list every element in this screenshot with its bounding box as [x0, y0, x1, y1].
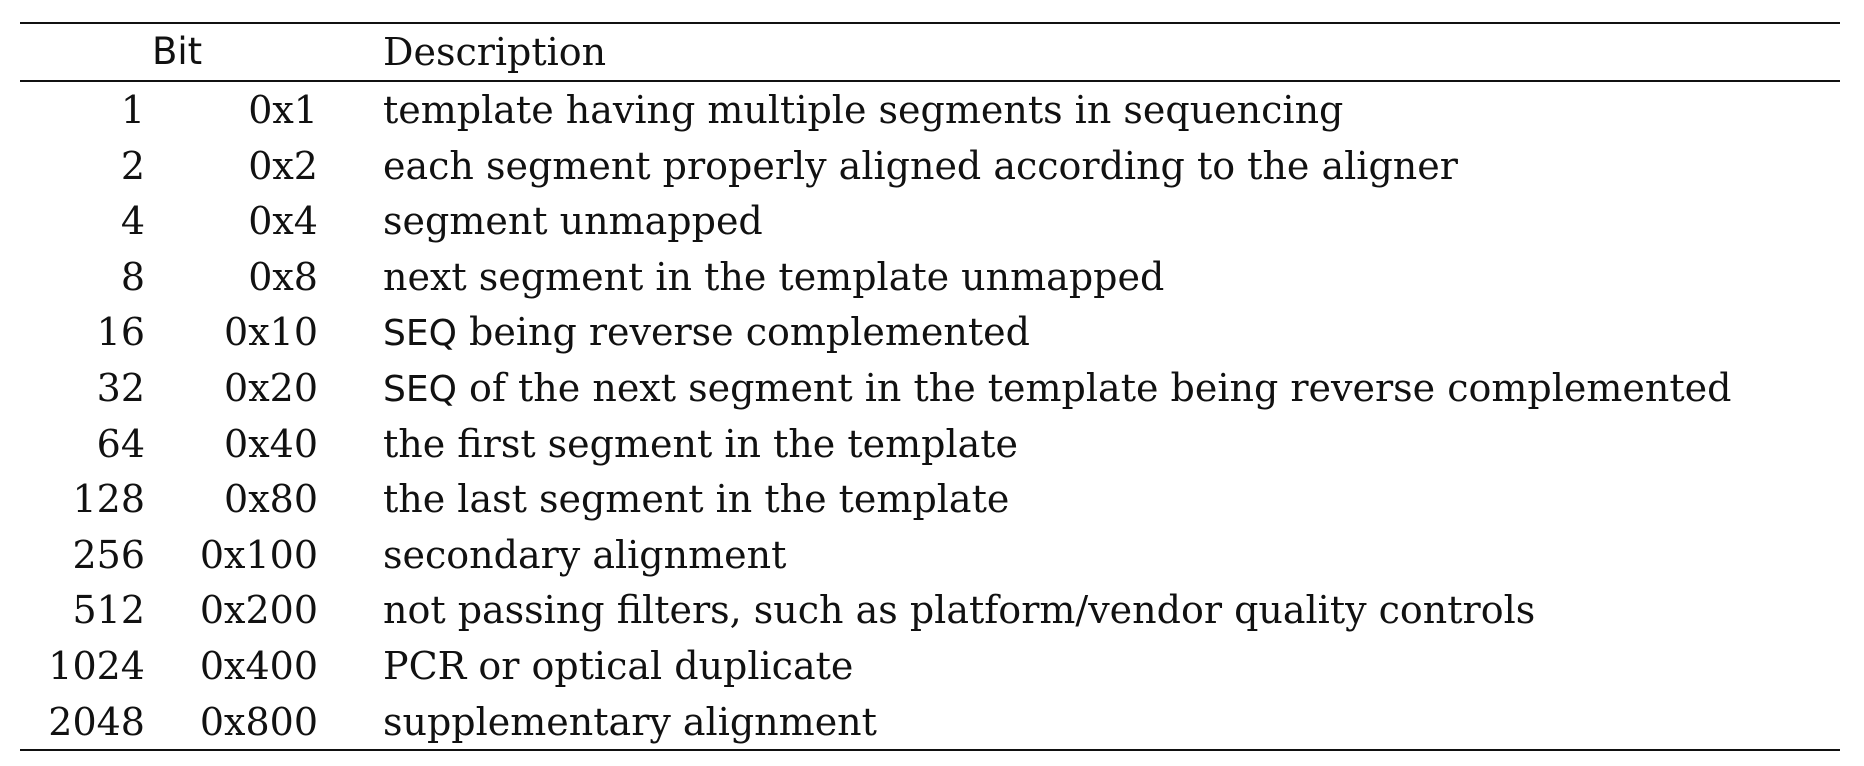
header-bit: Bit	[152, 30, 203, 73]
table-row: 4 0x4 segment unmapped	[20, 193, 1840, 249]
table-row: 1024 0x400 PCR or optical duplicate	[20, 638, 1840, 694]
table-row: 128 0x80 the last segment in the templat…	[20, 471, 1840, 527]
table-row: 64 0x40 the first segment in the templat…	[20, 416, 1840, 472]
desc-text: being reverse complemented	[456, 310, 1030, 355]
table-row: 2 0x2 each segment properly aligned acco…	[20, 138, 1840, 194]
bit-decimal: 2	[120, 143, 145, 188]
bit-hex: 0x2	[248, 143, 318, 188]
bit-decimal: 64	[96, 421, 145, 466]
table-row: 256 0x100 secondary alignment	[20, 527, 1840, 583]
bit-hex: 0x10	[224, 310, 318, 355]
table-row: 2048 0x800 supplementary alignment	[20, 694, 1840, 750]
table-row: 1 0x1 template having multiple segments …	[20, 82, 1840, 138]
table-bottom-rule	[20, 749, 1840, 751]
bit-description: SEQ being reverse complemented	[383, 304, 1030, 362]
desc-text: supplementary alignment	[383, 699, 877, 744]
bit-decimal: 128	[72, 477, 145, 522]
bit-decimal: 8	[120, 254, 145, 299]
bit-description: secondary alignment	[383, 527, 786, 585]
bit-decimal: 4	[120, 199, 145, 244]
table-header-rule	[20, 80, 1840, 82]
bit-decimal: 32	[96, 366, 145, 410]
bit-hex: 0x400	[199, 644, 318, 688]
table-header: Bit Description	[20, 24, 1840, 80]
bit-decimal: 512	[72, 588, 145, 633]
table-row: 512 0x200 not passing filters, such as p…	[20, 582, 1840, 638]
bit-decimal: 1	[120, 88, 145, 132]
desc-text: next segment in the template unmapped	[383, 254, 1165, 299]
bit-description: the last segment in the template	[383, 471, 1009, 529]
bit-hex: 0x40	[224, 421, 318, 466]
desc-text: PCR or optical duplicate	[383, 644, 854, 688]
bit-hex: 0x20	[224, 366, 318, 410]
bit-description: supplementary alignment	[383, 694, 877, 752]
table-row: 16 0x10 SEQ being reverse complemented	[20, 304, 1840, 360]
bit-description: SEQ of the next segment in the template …	[383, 360, 1731, 418]
bit-description: next segment in the template unmapped	[383, 249, 1164, 307]
bit-hex: 0x800	[199, 699, 318, 744]
bit-hex: 0x80	[224, 477, 318, 522]
desc-text: template having multiple segments in seq…	[383, 88, 1344, 132]
desc-text: the first segment in the template	[383, 421, 1019, 466]
desc-text: secondary alignment	[383, 532, 787, 577]
desc-text: each segment properly aligned according …	[383, 143, 1458, 188]
bit-hex: 0x8	[248, 254, 318, 299]
header-description: Description	[383, 30, 607, 74]
bit-decimal: 16	[96, 310, 145, 355]
bit-decimal: 1024	[48, 644, 145, 688]
bit-hex: 0x100	[199, 532, 318, 577]
bit-description: template having multiple segments in seq…	[383, 82, 1343, 140]
bit-description: each segment properly aligned according …	[383, 138, 1458, 196]
desc-text: segment unmapped	[383, 199, 763, 244]
bit-decimal: 2048	[48, 699, 145, 744]
bit-hex: 0x200	[199, 588, 318, 633]
table-top-rule	[20, 22, 1840, 24]
table-row: 8 0x8 next segment in the template unmap…	[20, 249, 1840, 305]
bit-description: PCR or optical duplicate	[383, 638, 853, 696]
desc-text: of the next segment in the template bein…	[456, 366, 1732, 410]
desc-text: not passing filters, such as platform/ve…	[383, 588, 1536, 633]
bit-description: not passing filters, such as platform/ve…	[383, 582, 1535, 640]
desc-prefix: SEQ	[383, 313, 457, 355]
table-row: 32 0x20 SEQ of the next segment in the t…	[20, 360, 1840, 416]
bit-description: the first segment in the template	[383, 416, 1018, 474]
desc-text: the last segment in the template	[383, 477, 1010, 522]
bit-description: segment unmapped	[383, 193, 763, 251]
bit-decimal: 256	[72, 532, 145, 577]
desc-prefix: SEQ	[383, 369, 457, 410]
bit-hex: 0x1	[248, 88, 318, 132]
bit-hex: 0x4	[248, 199, 318, 244]
